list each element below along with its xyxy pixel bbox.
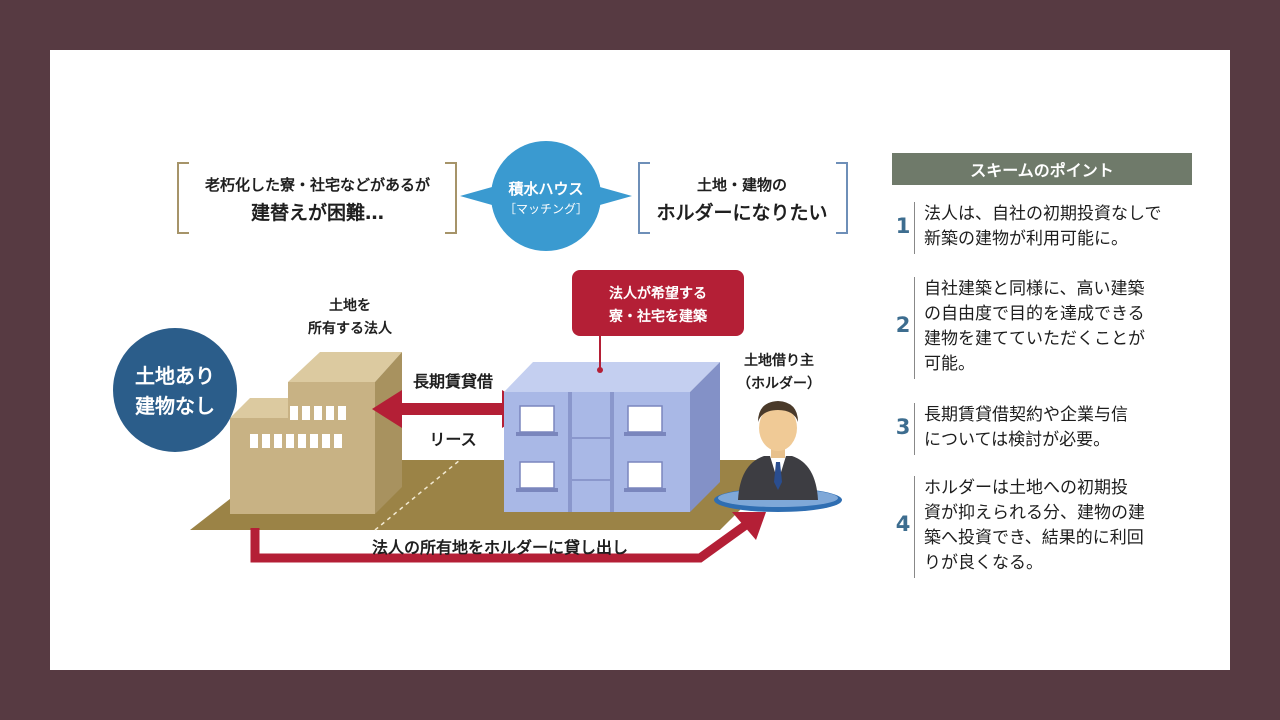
scheme-title: スキームのポイント [892, 153, 1192, 185]
matcher-node [460, 141, 632, 251]
new-building-icon [504, 362, 720, 512]
point-divider [914, 277, 915, 379]
point-number: 4 [895, 512, 911, 536]
point-number: 2 [895, 313, 911, 337]
holder-line2: （ホルダー） [737, 376, 821, 392]
point-number: 1 [895, 214, 911, 238]
lease-sub-label: リース [429, 430, 477, 449]
holder-line1: 土地借り主 [744, 353, 814, 369]
need-left-line2: 建替えが困難… [250, 202, 384, 224]
point-number: 3 [895, 415, 911, 439]
point-text: 自社建築と同様に、高い建築 の自由度で目的を達成できる 建物を建てていただくこと… [924, 279, 1145, 374]
bracket-left-open [177, 162, 189, 234]
point-text: ホルダーは土地への初期投 資が抑えられる分、建物の建 築へ投資でき、結果的に利回… [924, 478, 1145, 573]
land-owner-line1: 土地を [329, 298, 371, 314]
owner-building-icon [230, 352, 402, 514]
build-callout-line2: 寮・社宅を建築 [609, 309, 707, 325]
point-divider [914, 403, 915, 455]
slide-card: 老朽化した寮・社宅などがあるが 建替えが困難… 土地・建物の ホルダーになりたい [50, 50, 1230, 670]
loan-arrow [250, 518, 753, 563]
person-icon [714, 401, 842, 512]
scheme-point-2: 2 自社建築と同様に、高い建築 の自由度で目的を達成できる 建物を建てていただく… [892, 277, 1212, 379]
matcher-name: 積水ハウス [508, 180, 584, 198]
need-left-line1: 老朽化した寮・社宅などがあるが [204, 176, 430, 194]
point-text: 法人は、自社の初期投資なしで 新築の建物が利用可能に。 [924, 204, 1162, 249]
point-text: 長期賃貸借契約や企業与信 については検討が必要。 [924, 405, 1128, 450]
point-divider [914, 476, 915, 578]
scheme-point-1: 1 法人は、自社の初期投資なしで 新築の建物が利用可能に。 [892, 202, 1212, 254]
land-badge-line1: 土地あり [135, 364, 215, 388]
scheme-diagram [113, 141, 842, 563]
land-badge-circle [113, 328, 237, 452]
land-boundary-line [374, 459, 461, 531]
scheme-point-4: 4 ホルダーは土地への初期投 資が抑えられる分、建物の建 築へ投資でき、結果的に… [892, 476, 1212, 578]
bracket-right-open [638, 162, 650, 234]
loan-arrow-head [732, 512, 766, 540]
build-callout-line1: 法人が希望する [609, 286, 707, 302]
point-divider [914, 202, 915, 254]
loan-arrow-label: 法人の所有地をホルダーに貸し出し [371, 538, 628, 557]
matcher-role: ［マッチング］ [503, 202, 588, 216]
need-right-line2: ホルダーになりたい [656, 202, 828, 224]
lease-label: 長期賃貸借 [412, 372, 493, 391]
scheme-point-3: 3 長期賃貸借契約や企業与信 については検討が必要。 [892, 403, 1212, 455]
bracket-right-close [836, 162, 848, 234]
bracket-left-close [445, 162, 457, 234]
land-owner-line2: 所有する法人 [308, 321, 392, 337]
land-badge-line2: 建物なし [135, 394, 215, 418]
build-callout [572, 270, 744, 373]
need-right-line1: 土地・建物の [696, 176, 787, 194]
